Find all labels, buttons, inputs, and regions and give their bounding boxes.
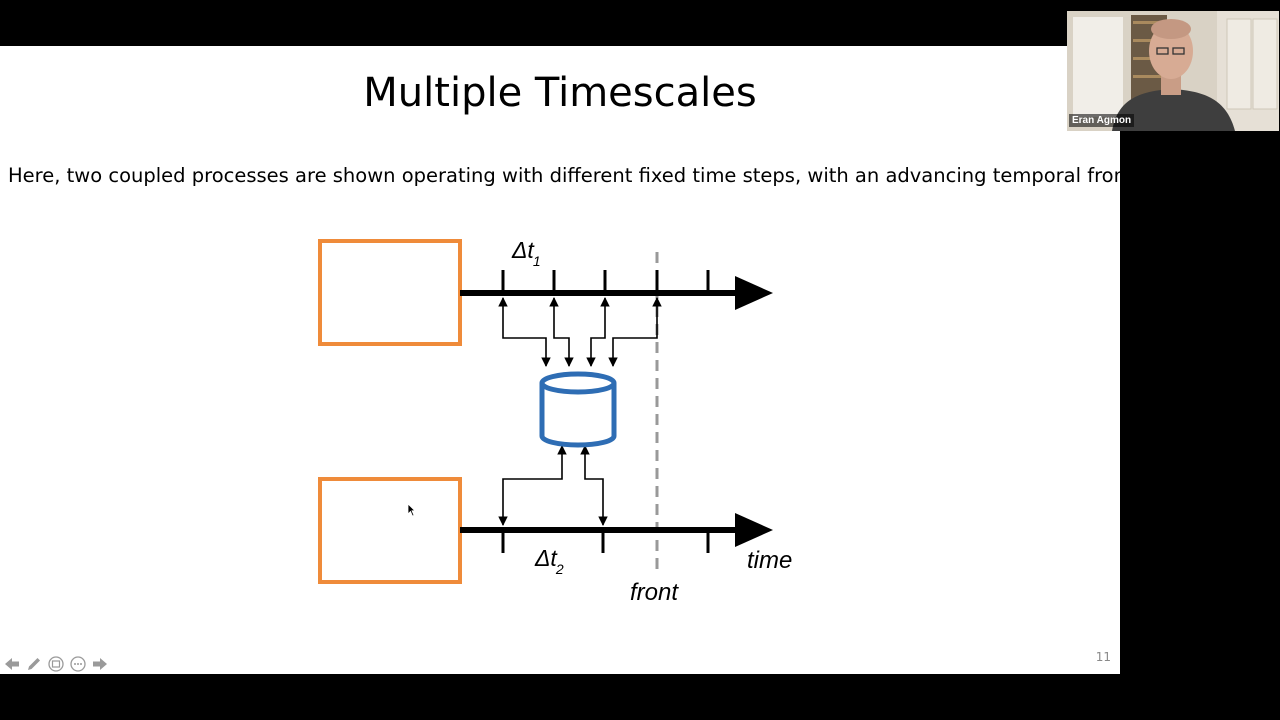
webcam-video-tile[interactable]: Eran Agmon	[1067, 11, 1279, 131]
presentation-slide: Multiple Timescales Here, two coupled pr…	[0, 46, 1140, 674]
timescale-diagram: Δt1 Δt2 time front	[318, 237, 792, 606]
slides-grid-icon[interactable]	[46, 654, 66, 674]
slide-body-text: Here, two coupled processes are shown op…	[8, 164, 1140, 187]
label-time: time	[747, 547, 792, 574]
slide-title: Multiple Timescales	[363, 70, 757, 116]
slide-number: 11	[1095, 650, 1111, 664]
timeline-bottom-ticks	[501, 527, 710, 553]
label-dt2: Δt2	[534, 545, 564, 577]
top-connections	[498, 297, 662, 367]
label-dt1: Δt1	[511, 237, 541, 269]
label-front: front	[630, 579, 679, 606]
bottom-connections	[498, 445, 608, 526]
process-box-top	[318, 239, 462, 346]
label-dt1-subscript: 1	[533, 253, 541, 269]
mouse-cursor-icon	[407, 503, 416, 517]
timeline-bottom-arrowhead	[735, 513, 773, 547]
presentation-toolbar	[2, 654, 110, 674]
top-connector	[608, 297, 662, 367]
bottom-connector	[580, 445, 608, 526]
store-cylinder-icon	[539, 371, 617, 448]
back-arrow-icon[interactable]	[2, 654, 22, 674]
pen-icon[interactable]	[24, 654, 44, 674]
webcam-video-feed	[1067, 11, 1279, 131]
bottom-connector	[498, 445, 567, 526]
more-options-icon[interactable]	[68, 654, 88, 674]
top-connector	[498, 297, 551, 367]
timeline-top-arrowhead	[735, 276, 773, 310]
process-box-bottom	[318, 477, 462, 584]
label-dt2-subscript: 2	[555, 561, 564, 577]
top-connector	[549, 297, 574, 367]
participant-name: Eran Agmon	[1069, 114, 1135, 127]
top-connector	[586, 297, 610, 367]
timeline-top-ticks	[501, 270, 710, 296]
forward-arrow-icon[interactable]	[90, 654, 110, 674]
